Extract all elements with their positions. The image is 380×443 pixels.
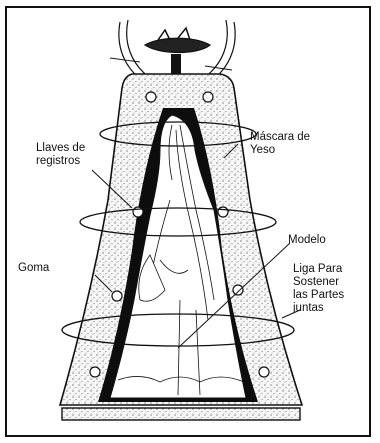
label-modelo: Modelo [288, 234, 326, 247]
base-board [62, 408, 300, 420]
label-llaves-de-registros: Llaves de registros [36, 142, 85, 168]
label-goma: Goma [18, 262, 49, 275]
label-liga-para-sostener: Liga Para Sostener las Partes juntas [293, 263, 344, 315]
label-mascara-de-yeso: Máscara de Yeso [250, 131, 310, 157]
